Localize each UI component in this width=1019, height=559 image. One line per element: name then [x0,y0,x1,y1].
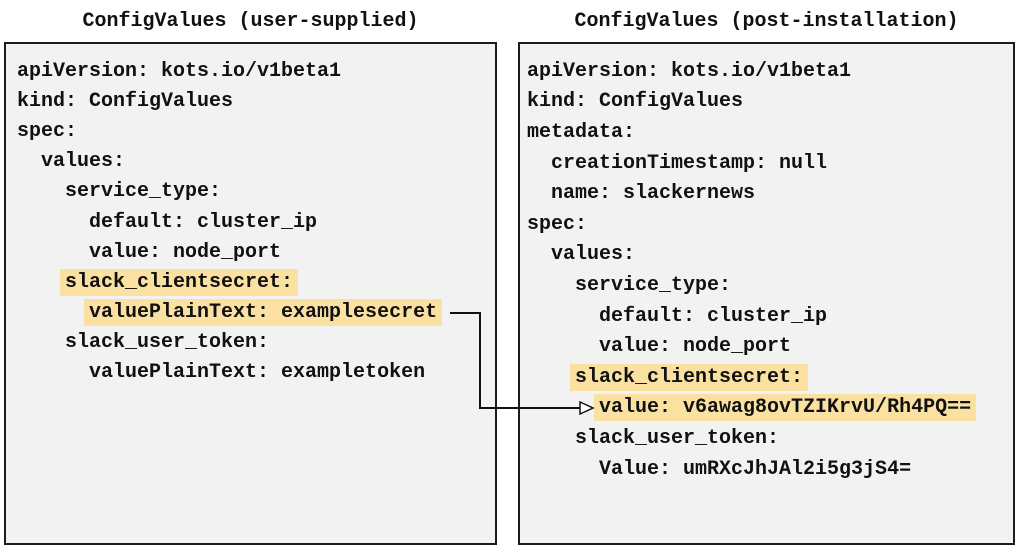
yaml-line: slack_clientsecret: [17,267,495,297]
yaml-text: creationTimestamp: null [551,151,828,175]
yaml-indent [527,458,599,481]
yaml-line: slack_user_token: [527,423,1013,454]
yaml-text: kind: ConfigValues [17,89,234,113]
yaml-indent [17,180,65,203]
yaml-indent [527,274,575,297]
yaml-line: default: cluster_ip [17,207,495,237]
yaml-text: spec: [17,119,78,143]
yaml-line: valuePlainText: exampletoken [17,358,495,388]
yaml-line: value: node_port [527,331,1013,362]
yaml-line: name: slackernews [527,178,1013,209]
panel-title-user-supplied: ConfigValues (user-supplied) [82,10,419,33]
yaml-text: default: cluster_ip [89,210,318,234]
yaml-indent [527,182,551,205]
yaml-line: value: node_port [17,237,495,267]
yaml-indent [17,301,89,324]
yaml-line: slack_user_token: [17,328,495,358]
yaml-line: service_type: [527,270,1013,301]
yaml-text: value: node_port [599,335,792,359]
yaml-line: value: v6awag8ovTZIKrvU/Rh4PQ== [527,393,1013,424]
yaml-line: spec: [527,209,1013,240]
yaml-text: value: node_port [89,240,282,264]
yaml-line: creationTimestamp: null [527,148,1013,179]
yaml-indent [17,271,65,294]
config-panel-user-supplied: apiVersion: kots.io/v1beta1 kind: ConfigV… [4,42,497,545]
yaml-indent [17,150,41,173]
yaml-text: service_type: [575,273,732,297]
yaml-indent [17,211,89,234]
yaml-text: Value: umRXcJhJAl2i5g3jS4= [599,457,912,481]
yaml-indent [17,361,89,384]
highlighted-yaml-text: slack_clientsecret: [60,268,299,296]
panel-title-post-installation: ConfigValues (post-installation) [574,10,959,33]
yaml-indent [527,427,575,450]
yaml-line: apiVersion: kots.io/v1beta1 [17,56,495,86]
yaml-indent [527,396,599,419]
yaml-text: metadata: [527,120,636,144]
yaml-indent [527,243,551,266]
yaml-line: spec: [17,116,495,146]
yaml-line: slack_clientsecret: [527,362,1013,393]
yaml-line: Value: umRXcJhJAl2i5g3jS4= [527,454,1013,485]
yaml-line: service_type: [17,177,495,207]
yaml-line: metadata: [527,117,1013,148]
yaml-text: values: [551,243,636,267]
yaml-text: spec: [527,212,588,236]
yaml-text: apiVersion: kots.io/v1beta1 [527,59,852,83]
config-panel-post-installation: apiVersion: kots.io/v1beta1 kind: ConfigV… [518,42,1015,545]
yaml-indent [17,241,89,264]
yaml-text: default: cluster_ip [599,304,828,328]
yaml-line: values: [17,147,495,177]
yaml-indent [527,335,599,358]
yaml-line: values: [527,240,1013,271]
yaml-indent [527,366,575,389]
highlighted-yaml-text: slack_clientsecret: [570,363,809,391]
yaml-indent [527,152,551,175]
yaml-line: apiVersion: kots.io/v1beta1 [527,56,1013,87]
yaml-text: values: [41,150,126,174]
yaml-text: slack_user_token: [65,331,270,355]
highlighted-yaml-text: valuePlainText: examplesecret [84,299,443,327]
yaml-line: default: cluster_ip [527,301,1013,332]
yaml-text: name: slackernews [551,182,756,206]
highlighted-yaml-text: value: v6awag8ovTZIKrvU/Rh4PQ== [594,394,977,422]
yaml-text: apiVersion: kots.io/v1beta1 [17,59,342,83]
yaml-text: service_type: [65,180,222,204]
yaml-line: kind: ConfigValues [527,87,1013,118]
yaml-text: kind: ConfigValues [527,90,744,114]
yaml-text: valuePlainText: exampletoken [89,361,426,385]
yaml-indent [17,331,65,354]
yaml-indent [527,305,599,328]
yaml-line: valuePlainText: examplesecret [17,298,495,328]
yaml-text: slack_user_token: [575,426,780,450]
yaml-line: kind: ConfigValues [17,86,495,116]
